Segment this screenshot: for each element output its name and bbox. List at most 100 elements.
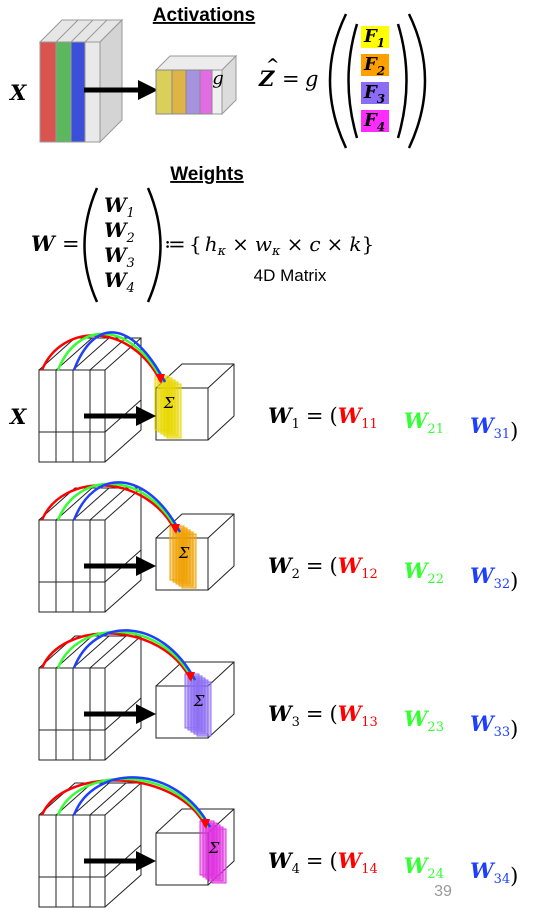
row-term-letter: W [404,558,430,583]
output-edge [207,661,235,687]
filter-letter: F [363,26,378,47]
filter-subscript: 2 [376,64,385,78]
filter-slice [211,828,227,884]
filter-slice [166,383,182,439]
row-equals: = [306,702,324,726]
filter-slab: Σ [154,375,182,439]
weights-caption: 4D Matrix [254,266,327,285]
filter-letter: F [363,54,378,75]
arc-arrowhead [202,819,210,829]
filter-slab: Σ [169,525,197,589]
filter-letter: F [363,110,378,131]
weight-vector-entry-3: W3 [104,243,135,271]
weights-paren-left [83,187,99,303]
filter-label-2: F2 [363,54,385,78]
activations-input-label: X [8,80,27,105]
kernel-arc [72,776,212,828]
weights-set-expression: {hκ×wκ×c×k} [189,232,374,259]
input-wireframe-volume [38,487,142,613]
row-term-subscript: 31 [494,427,511,442]
outer-paren-left [328,13,348,149]
weight-subscript: 3 [126,256,134,271]
kernel-arc [56,332,165,383]
volume-slice-top [55,487,93,521]
row-close-paren: ) [510,864,518,888]
row-term-letter: W [404,853,430,878]
filter-item-3: F3 [361,82,389,106]
inner-paren-left [347,23,359,139]
row-lhs-subscript: 4 [292,862,300,877]
weight-subscript: 2 [125,231,134,246]
filter-slab: Σ [184,673,212,737]
volume-slice-top [55,635,93,669]
arc-arrowhead [172,524,180,534]
filter-item-4: F4 [361,110,389,134]
kernel-arc [40,632,193,681]
volume-slice-top [72,782,110,816]
activation-map-4 [199,69,213,115]
volume-slice-top [55,782,93,816]
sum-symbol: Σ [178,544,190,562]
volume-slice-top [89,487,127,521]
filter-slab: Σ [199,820,227,884]
row-term-subscript: 33 [494,725,511,740]
row-term-letter: W [470,858,496,883]
sum-symbol: Σ [163,394,175,412]
row-open-paren: ( [329,849,337,873]
zhat-hat: ^ [266,55,279,74]
kernel-arc [40,484,178,533]
sum-symbol: Σ [208,839,220,857]
weight-letter: W [104,218,129,242]
row-lhs: W [268,701,294,726]
output-edge [207,513,235,539]
weight-subscript: 1 [126,206,134,221]
activation-map-2 [171,69,187,115]
volume-edge [104,635,142,669]
row-lhs-subscript: 1 [292,417,300,432]
row-term-subscript: 22 [427,572,444,587]
row-term-subscript: 23 [427,720,444,735]
row-input-label: X [8,404,27,429]
outer-paren-right [407,13,427,149]
volume-slice-top [89,337,127,371]
filter-subscript: 4 [377,120,385,134]
volume-slice-top [89,782,127,816]
filter-swatch-4 [361,110,389,132]
input-wireframe-volume [38,782,142,908]
row-close-paren: ) [510,419,518,443]
kernel-arc [40,334,163,383]
volume-slice-top [72,635,110,669]
activations-heading: Activations [153,5,255,26]
filter-slice [181,533,197,589]
row-term-letter: W [470,563,496,588]
output-edge [207,363,235,389]
volume-slice-top [72,337,110,371]
row-term-subscript: 12 [361,567,378,582]
row-close-paren: ) [510,717,518,741]
row-open-paren: ( [329,702,337,726]
filter-item-1: F1 [361,26,389,50]
filter-label-4: F4 [363,110,385,134]
arc-arrowhead [157,374,165,384]
row-lhs: W [268,403,294,428]
activation-map-1 [155,69,173,115]
output-wireframe-volume [155,363,235,441]
filter-label-3: F3 [363,82,385,106]
row-term-letter: W [338,701,364,726]
row-term-subscript: 32 [494,577,511,592]
input-wireframe-volume [38,337,142,463]
weight-letter: W [104,193,129,217]
inner-paren-right [396,23,408,139]
row-term-letter: W [470,711,496,736]
channel-red [39,41,57,143]
volume-slice-top [55,337,93,371]
row-lhs-subscript: 3 [292,715,300,730]
